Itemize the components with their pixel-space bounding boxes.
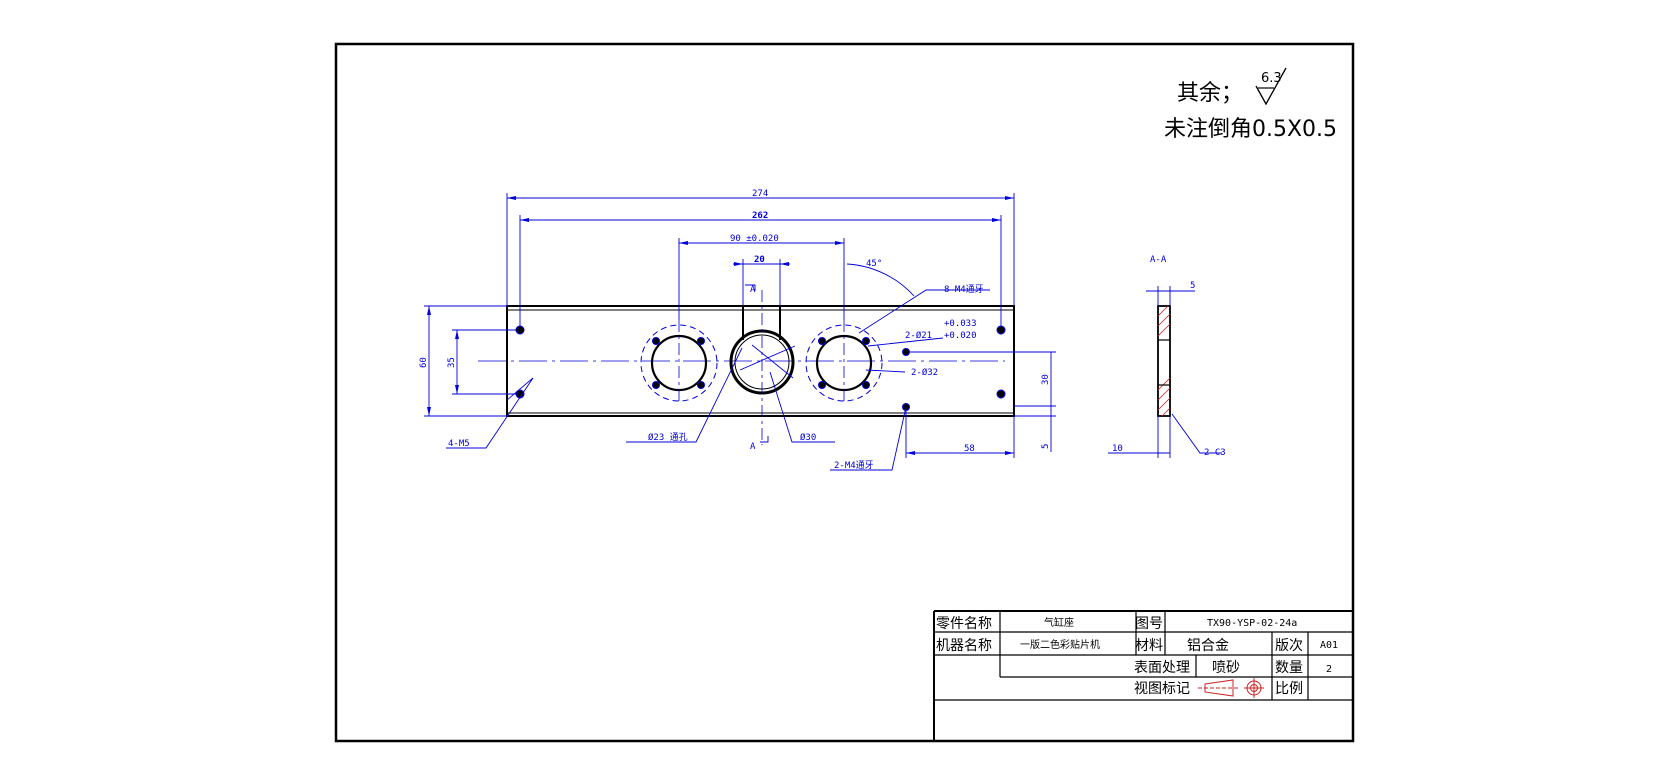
tb-part-name-label: 零件名称 bbox=[936, 616, 992, 632]
dim-262: 262 bbox=[752, 211, 768, 221]
tb-material: 铝合金 bbox=[1187, 638, 1229, 654]
hole bbox=[697, 381, 705, 389]
sec-dim-c3: 2-C3 bbox=[1204, 448, 1226, 458]
tb-material-label: 材料 bbox=[1135, 638, 1163, 654]
hole bbox=[862, 337, 870, 345]
tb-machine-label: 机器名称 bbox=[936, 638, 992, 654]
dim-5: 5 bbox=[1041, 444, 1051, 449]
dim-4-m5: 4-M5 bbox=[448, 439, 470, 449]
dim-58: 58 bbox=[964, 444, 975, 454]
tb-qty-label: 数量 bbox=[1275, 660, 1303, 676]
tol-upper: +0.033 bbox=[944, 319, 977, 329]
section-view bbox=[1157, 305, 1171, 417]
tb-version: A01 bbox=[1320, 640, 1338, 651]
dim-d30: Ø30 bbox=[800, 432, 816, 443]
roughness-prefix: 其余； bbox=[1177, 81, 1243, 106]
hole bbox=[902, 348, 910, 356]
hole bbox=[652, 381, 660, 389]
tb-scale-label: 比例 bbox=[1275, 681, 1303, 697]
roughness-symbol: 6.3 bbox=[1255, 67, 1287, 106]
hole bbox=[818, 337, 826, 345]
tb-surface-label: 表面处理 bbox=[1134, 660, 1190, 676]
dim-60: 60 bbox=[419, 357, 429, 368]
hole bbox=[515, 325, 525, 335]
dim-35: 35 bbox=[447, 357, 457, 368]
dimension-lines bbox=[424, 193, 1056, 471]
tol-lower: +0.020 bbox=[944, 331, 977, 341]
tb-drawing-no: TX90-YSP-02-24a bbox=[1207, 618, 1297, 629]
section-label: A-A bbox=[1150, 255, 1167, 265]
dim-2-d21: 2-Ø21 bbox=[905, 330, 932, 341]
dim-20: 20 bbox=[754, 255, 765, 265]
dim-274: 274 bbox=[752, 189, 768, 199]
dim-2-d32: 2-Ø32 bbox=[911, 367, 938, 378]
hole bbox=[862, 381, 870, 389]
tb-version-label: 版次 bbox=[1275, 638, 1303, 654]
title-block: 零件名称 气缸座 图号 TX90-YSP-02-24a 机器名称 一版二色彩贴片… bbox=[933, 610, 1353, 741]
hole bbox=[818, 381, 826, 389]
arrowheads bbox=[427, 196, 1014, 455]
sec-dim-10: 10 bbox=[1112, 444, 1123, 454]
dim-d23: Ø23 通孔 bbox=[648, 432, 688, 443]
tb-drawing-no-label: 图号 bbox=[1135, 616, 1163, 632]
part-front-view bbox=[478, 290, 1015, 445]
tb-surface: 喷砂 bbox=[1212, 660, 1240, 676]
projection-symbol-icon bbox=[1198, 678, 1264, 698]
hole bbox=[697, 337, 705, 345]
sec-dim-5: 5 bbox=[1190, 281, 1195, 291]
dim-90: 90 ±0.020 bbox=[730, 234, 779, 244]
dim-2-m4: 2-M4通牙 bbox=[834, 460, 874, 471]
hole bbox=[652, 337, 660, 345]
cut-mark-top: A bbox=[750, 285, 756, 295]
tb-machine: 一版二色彩贴片机 bbox=[1020, 638, 1100, 651]
roughness-value: 6.3 bbox=[1261, 71, 1282, 86]
dim-45: 45° bbox=[866, 259, 882, 269]
dim-30: 30 bbox=[1041, 374, 1051, 385]
hole bbox=[996, 325, 1006, 335]
tb-part-name: 气缸座 bbox=[1044, 616, 1074, 629]
tb-qty: 2 bbox=[1326, 664, 1332, 675]
sheet-border bbox=[334, 42, 1355, 743]
dim-8-m4: 8-M4通牙 bbox=[944, 284, 984, 295]
cut-mark-bottom: A bbox=[750, 442, 756, 452]
section-dimensions bbox=[1108, 286, 1222, 458]
hole bbox=[996, 389, 1006, 399]
chamfer-note: 未注倒角0.5X0.5 bbox=[1164, 117, 1337, 142]
tb-view-label: 视图标记 bbox=[1134, 681, 1190, 697]
